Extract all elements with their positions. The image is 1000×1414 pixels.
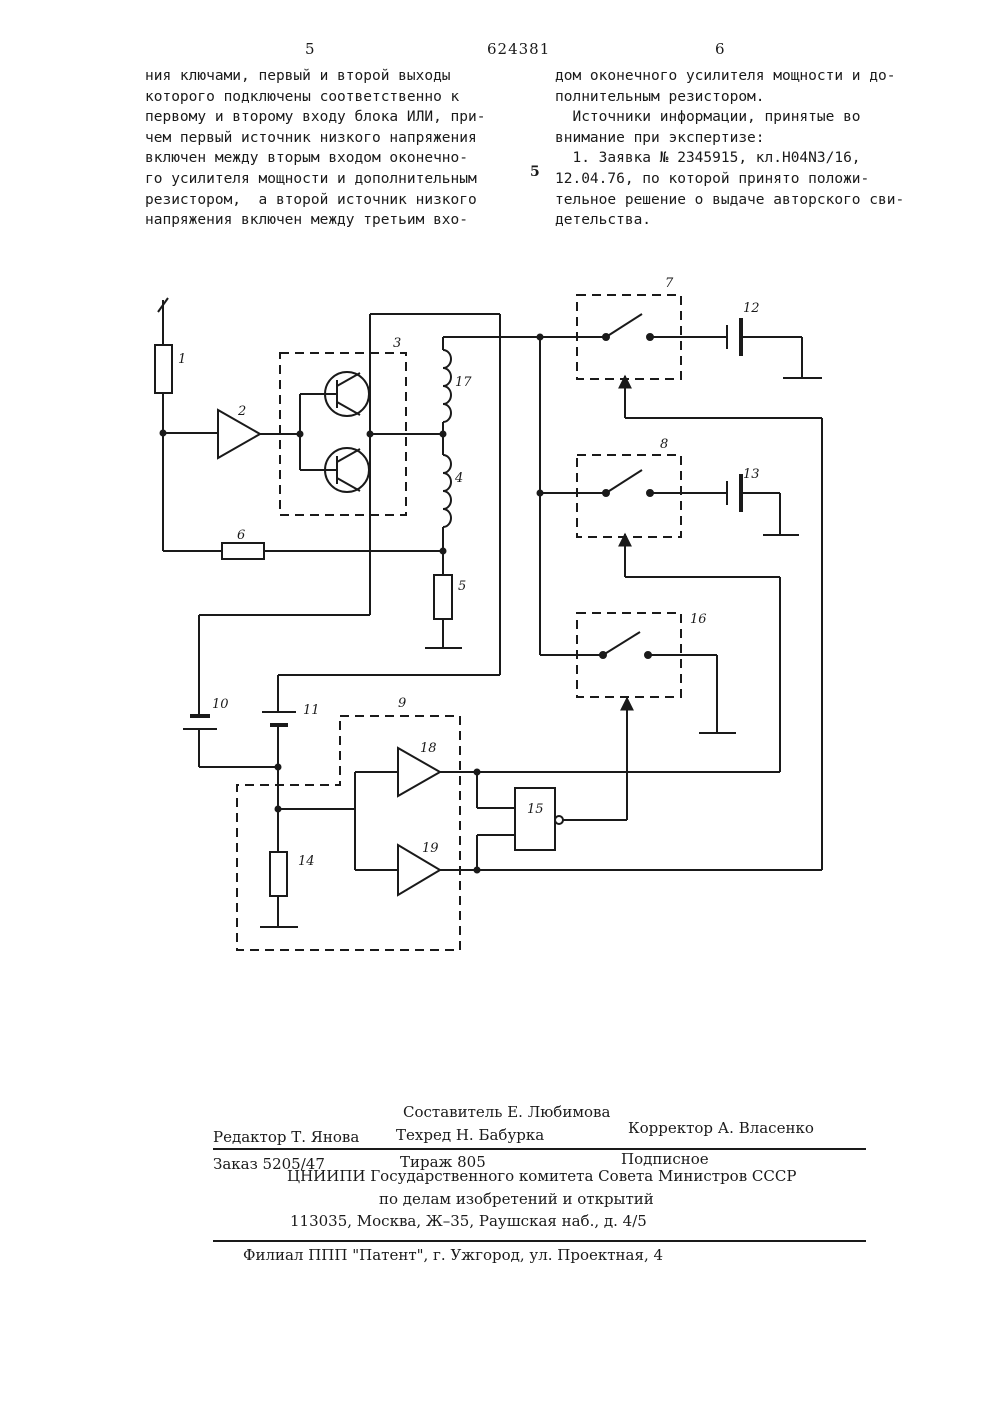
battery-13 <box>727 474 741 512</box>
resistor-5 <box>434 575 452 619</box>
battery-11 <box>262 712 296 725</box>
circuit-schematic: 1 2 3 4 5 6 7 8 9 10 11 12 13 14 15 16 1… <box>0 0 1000 1000</box>
label-15: 15 <box>527 802 544 817</box>
imprint-org-line2: по делам изобретений и открытий <box>379 1190 654 1208</box>
imprint-editor: Редактор Т. Янова <box>213 1128 359 1146</box>
label-12: 12 <box>743 301 760 316</box>
label-13: 13 <box>743 467 760 482</box>
label-14: 14 <box>298 854 315 869</box>
label-3: 3 <box>393 336 401 351</box>
imprint-branch: Филиал ППП "Патент", г. Ужгород, ул. Про… <box>243 1246 663 1264</box>
resistor-1 <box>155 345 172 393</box>
imprint-org-line1: ЦНИИПИ Государственного комитета Совета … <box>287 1167 796 1185</box>
switch-block-8 <box>577 455 681 537</box>
label-9: 9 <box>398 696 406 711</box>
input-terminal <box>158 298 168 345</box>
inductor-17 <box>443 350 451 422</box>
imprint-corrector: Корректор А. Власенко <box>628 1119 814 1137</box>
label-8: 8 <box>660 437 668 452</box>
imprint-compiler: Составитель Е. Любимова <box>403 1103 610 1121</box>
battery-12 <box>727 318 741 356</box>
label-1: 1 <box>178 352 186 367</box>
resistor-14 <box>270 852 287 896</box>
label-4: 4 <box>454 471 463 486</box>
label-18: 18 <box>420 741 437 756</box>
imprint-rule-bottom <box>213 1240 866 1242</box>
imprint-subscription: Подписное <box>621 1150 709 1168</box>
label-19: 19 <box>422 841 439 856</box>
inductor-4 <box>443 455 451 527</box>
label-5: 5 <box>458 579 466 594</box>
or-gate-15 <box>515 788 555 850</box>
label-11: 11 <box>303 703 320 718</box>
label-17: 17 <box>455 375 472 390</box>
battery-10 <box>183 716 217 729</box>
label-6: 6 <box>237 528 245 543</box>
label-10: 10 <box>212 697 229 712</box>
label-7: 7 <box>665 276 674 291</box>
imprint-techred: Техред Н. Бабурка <box>396 1126 544 1144</box>
label-2: 2 <box>237 404 246 419</box>
imprint-rule-top <box>213 1148 866 1150</box>
resistor-6 <box>222 543 264 559</box>
label-16: 16 <box>690 612 707 627</box>
imprint-address: 113035, Москва, Ж–35, Раушская наб., д. … <box>290 1212 647 1230</box>
